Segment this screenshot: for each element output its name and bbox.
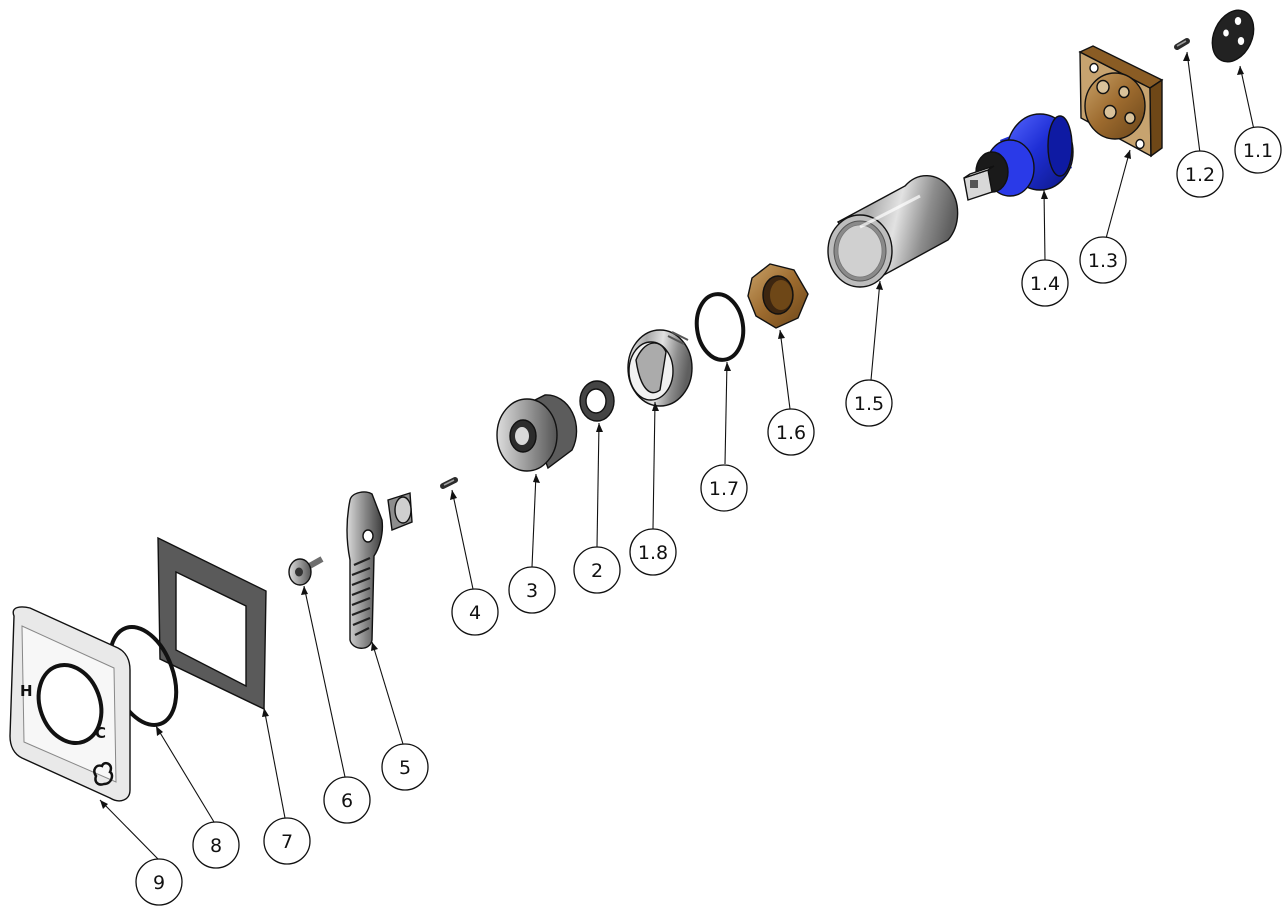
part-1-6	[747, 263, 809, 329]
callout-label: 1.8	[638, 542, 668, 564]
callout-label: 1.3	[1088, 250, 1118, 272]
leader-lines	[99, 51, 1259, 860]
part-9: H C	[9, 606, 131, 802]
callout-9: 9	[135, 858, 183, 906]
leader-1-5	[870, 280, 881, 381]
callout-label: 2	[591, 560, 603, 582]
hot-marking: H	[20, 682, 33, 700]
callout-1-7: 1.7	[700, 464, 748, 512]
callout-5: 5	[381, 743, 429, 791]
callout-label: 1.2	[1185, 164, 1215, 186]
callout-label: 9	[153, 872, 165, 894]
part-1-1	[1211, 9, 1255, 63]
callout-1-4: 1.4	[1021, 259, 1069, 307]
arrowhead-5	[371, 642, 378, 651]
part-1-7	[694, 292, 746, 362]
arrowhead-1-3	[1124, 150, 1131, 159]
arrowhead-1-4	[1041, 190, 1048, 199]
callout-1-8: 1.8	[629, 528, 677, 576]
water-drop-icon	[93, 761, 114, 786]
arrowhead-1-6	[778, 330, 785, 339]
arrowhead-7	[262, 708, 269, 717]
leader-1-4	[1043, 189, 1046, 262]
callout-8: 8	[192, 821, 240, 869]
leader-1-7	[724, 361, 728, 465]
part-1-3	[1078, 45, 1164, 158]
callout-label: 6	[341, 790, 353, 812]
callout-label: 1.4	[1030, 273, 1060, 295]
arrowhead-2	[596, 423, 603, 432]
callout-2: 2	[573, 546, 621, 594]
callout-balloons: 1.1 1.2 1.3 1.4 1.5 1.6 1.7 1.8	[135, 126, 1282, 906]
callout-4: 4	[451, 588, 499, 636]
part-3	[496, 394, 578, 472]
leader-1-6	[779, 329, 791, 410]
part-1-5	[827, 174, 959, 288]
arrowhead-1-1	[1237, 66, 1244, 75]
callout-label: 7	[281, 831, 293, 853]
part-2	[579, 380, 615, 422]
arrowhead-1-5	[876, 281, 883, 290]
part-1-8	[627, 329, 693, 407]
leader-1-8	[652, 401, 656, 530]
leader-8	[155, 725, 215, 823]
arrowhead-1-7	[724, 362, 731, 371]
arrowhead-1-2	[1183, 52, 1190, 61]
callout-label: 8	[210, 835, 222, 857]
callout-label: 3	[526, 580, 538, 602]
part-1-2	[1174, 38, 1190, 50]
part-4	[440, 477, 458, 489]
callout-label: 1.7	[709, 478, 739, 500]
callout-label: 5	[399, 757, 411, 779]
arrowhead-4	[450, 490, 457, 500]
callout-1-5: 1.5	[845, 379, 893, 427]
arrowhead-8	[156, 726, 163, 736]
arrowheads	[100, 52, 1244, 809]
callout-3: 3	[508, 566, 556, 614]
arrowhead-6	[301, 586, 308, 595]
leader-1-3	[1104, 149, 1131, 243]
part-1-4	[963, 113, 1074, 201]
part-6	[288, 556, 324, 586]
leader-9	[99, 799, 159, 860]
leader-2	[596, 422, 600, 548]
callout-7: 7	[263, 817, 311, 865]
callout-label: 1.6	[776, 422, 806, 444]
callout-1-2: 1.2	[1176, 150, 1224, 198]
callout-1-1: 1.1	[1234, 126, 1282, 174]
callout-1-6: 1.6	[767, 408, 815, 456]
callout-label: 1.1	[1243, 140, 1273, 162]
part-5	[346, 491, 413, 649]
callout-6: 6	[323, 776, 371, 824]
callout-1-3: 1.3	[1079, 236, 1127, 284]
callout-label: 1.5	[854, 393, 884, 415]
cold-marking: C	[95, 724, 106, 742]
arrowhead-3	[533, 474, 540, 483]
leader-1-2	[1186, 51, 1201, 154]
callout-label: 4	[469, 602, 481, 624]
arrowhead-1-8	[652, 402, 659, 411]
arrowhead-9	[100, 800, 108, 809]
leader-7	[263, 707, 286, 819]
leader-3	[531, 473, 537, 568]
leader-5	[371, 641, 404, 745]
leader-6	[303, 585, 346, 778]
leader-4	[451, 489, 474, 590]
